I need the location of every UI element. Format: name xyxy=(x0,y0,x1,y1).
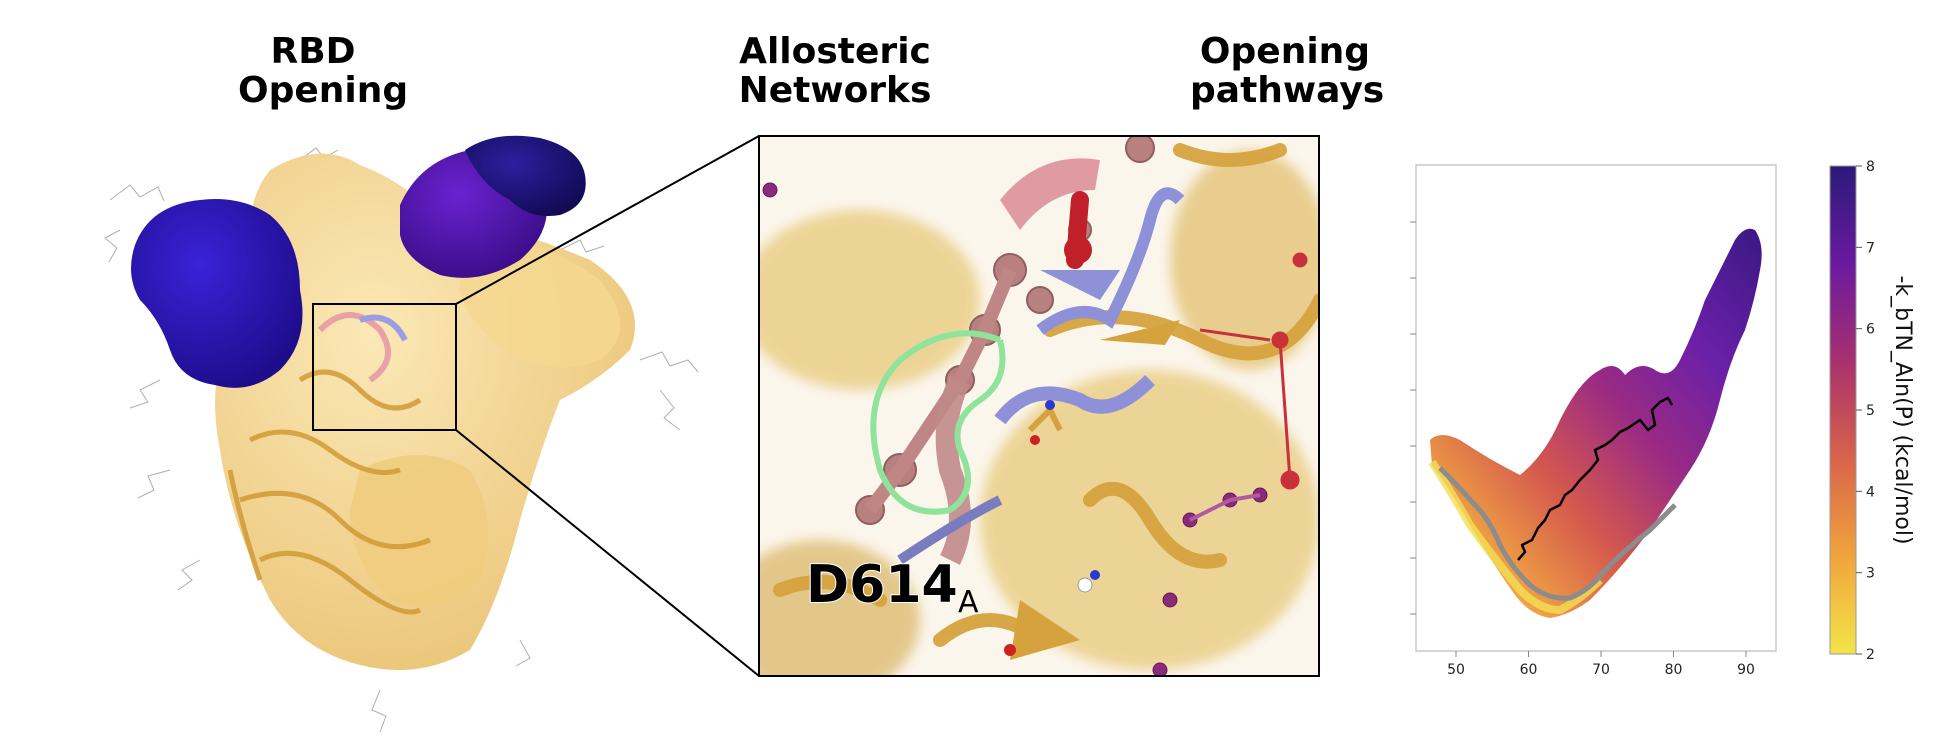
x-tick-label-90: 90 xyxy=(1737,662,1755,678)
colorbar-tick-label-2: 2 xyxy=(1866,647,1875,663)
colorbar-ticks: 2 3 4 5 6 7 8 xyxy=(1856,159,1875,663)
ribbon-strands xyxy=(227,369,431,615)
glycans xyxy=(104,147,699,733)
x-axis-ticks: 50 60 70 80 90 xyxy=(1447,651,1755,678)
colorbar-gradient xyxy=(1829,165,1857,655)
colorbar-tick-label-6: 6 xyxy=(1866,322,1875,338)
spike-protein-structure xyxy=(104,135,699,733)
opening-pathways-title: Opening pathways xyxy=(1190,31,1385,111)
colorbar: 2 3 4 5 6 7 8 -k_bTN_Aln(P) (kcal/mol) xyxy=(1829,159,1915,663)
x-tick-label-80: 80 xyxy=(1665,662,1683,678)
pathway-black xyxy=(1517,396,1674,561)
zoom-region-box xyxy=(312,303,457,431)
allosteric-zoom-panel: D614 A xyxy=(759,136,1319,676)
colorbar-tick-label-4: 4 xyxy=(1866,484,1875,500)
zoom-connector-bottom xyxy=(455,429,760,677)
residue-subscript: A xyxy=(958,585,979,620)
residue-label: D614 xyxy=(806,555,958,615)
rbd-opening-title: RBD Opening xyxy=(238,31,409,111)
x-tick-label-50: 50 xyxy=(1447,662,1465,678)
colorbar-tick-label-7: 7 xyxy=(1866,240,1875,256)
colorbar-axis-label: -k_bTN_Aln(P) (kcal/mol) xyxy=(1890,275,1915,544)
colorbar-tick-label-5: 5 xyxy=(1866,403,1875,419)
allosteric-networks-title: Allosteric Networks xyxy=(738,31,932,111)
x-tick-label-60: 60 xyxy=(1520,662,1538,678)
zoom-panel-frame xyxy=(758,135,1320,677)
pathway-grey xyxy=(1438,466,1677,601)
colorbar-tick-label-3: 3 xyxy=(1866,566,1875,582)
free-energy-landscape xyxy=(1430,228,1762,618)
green-loop xyxy=(870,330,1006,515)
x-tick-label-70: 70 xyxy=(1592,662,1610,678)
colorbar-tick-label-8: 8 xyxy=(1866,159,1875,175)
rbd-up-right-dark xyxy=(465,135,586,216)
pathways-chart: 50 60 70 80 90 xyxy=(1410,164,1777,678)
rbd-up-left xyxy=(131,199,303,388)
zoom-connector-top xyxy=(455,135,760,305)
